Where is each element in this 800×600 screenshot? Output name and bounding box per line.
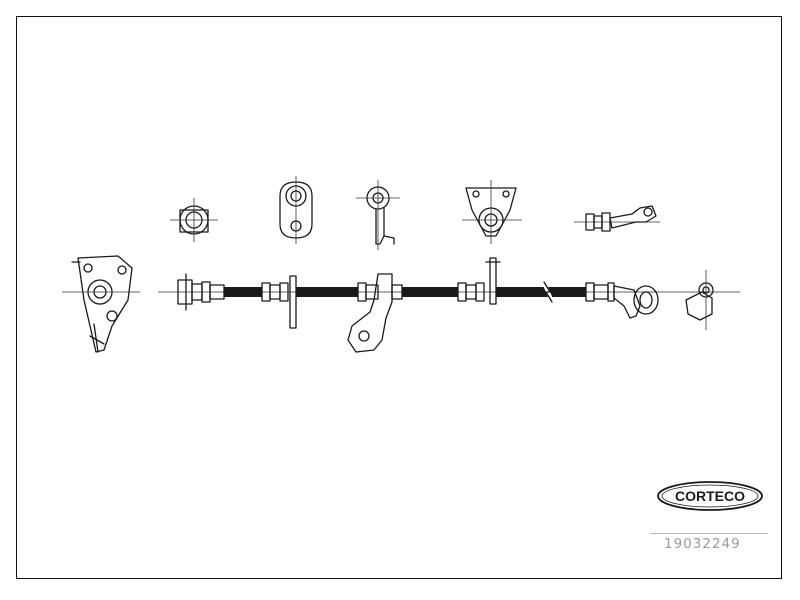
detail-view-1 — [170, 198, 218, 242]
detail-view-2 — [279, 176, 313, 244]
corteco-logo: CORTECO — [657, 481, 763, 511]
detail-view-3 — [356, 180, 400, 250]
hose-assembly — [158, 257, 740, 353]
brand-name: CORTECO — [675, 488, 745, 504]
left-bracket — [62, 255, 140, 353]
detail-view-4 — [462, 180, 522, 244]
part-number: 19032249 — [664, 536, 741, 552]
part-number-rule — [650, 533, 768, 534]
detail-view-5 — [574, 205, 660, 232]
drawing-frame — [16, 16, 782, 579]
right-end-cap — [685, 270, 714, 330]
